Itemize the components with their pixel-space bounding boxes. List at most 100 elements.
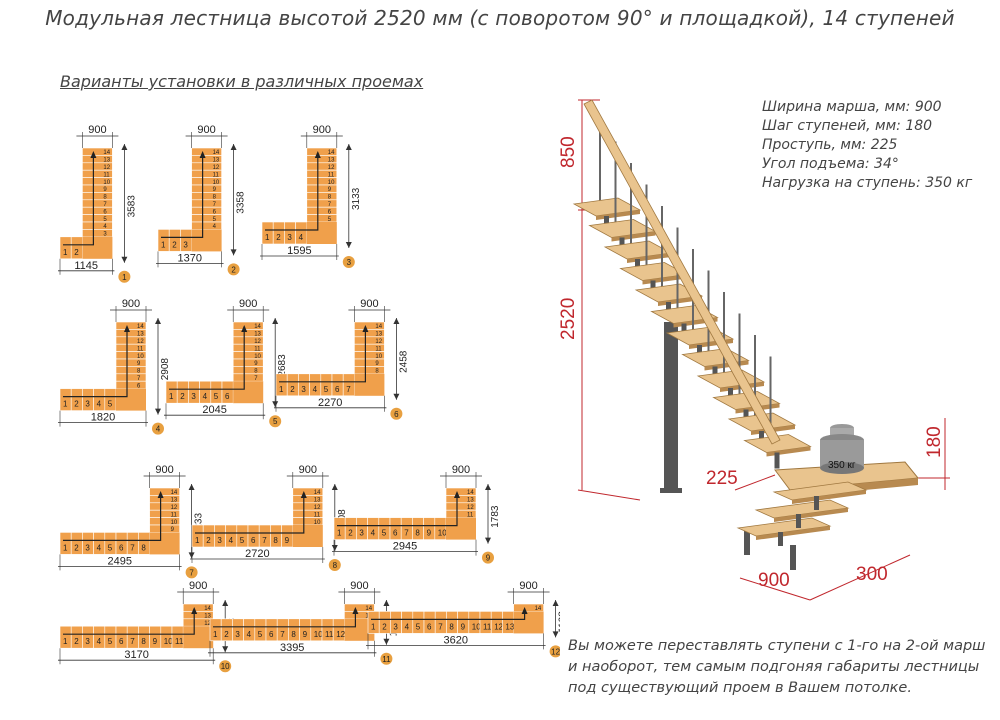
up-step-number: 14 bbox=[137, 324, 144, 330]
lower-step-number: 10 bbox=[314, 630, 323, 639]
up-step-number: 6 bbox=[137, 383, 141, 389]
lower-step-number: 9 bbox=[427, 529, 432, 538]
landing-square bbox=[513, 611, 544, 634]
tread bbox=[588, 219, 657, 238]
page-title: Модульная лестница высотой 2520 мм (с по… bbox=[45, 6, 955, 30]
height-dim-label: 3133 bbox=[351, 187, 362, 210]
width-dim-label: 900 bbox=[360, 298, 378, 310]
lower-step-number: 6 bbox=[269, 630, 274, 639]
direction-arrow bbox=[161, 154, 204, 238]
up-step bbox=[115, 373, 147, 382]
variant-badge bbox=[328, 559, 341, 571]
up-step-number: 12 bbox=[375, 339, 382, 345]
up-step-number: 13 bbox=[204, 614, 211, 620]
lower-step-number: 8 bbox=[291, 630, 296, 639]
width-dim-label: 900 bbox=[350, 580, 368, 592]
stringer-module bbox=[681, 323, 687, 340]
dim-rail-height: 850 bbox=[558, 136, 579, 168]
lower-step-number: 11 bbox=[483, 622, 492, 631]
height-arrow-icon bbox=[383, 638, 390, 645]
lower-step-number: 3 bbox=[183, 240, 188, 249]
lower-step-number: 1 bbox=[279, 385, 284, 394]
lower-step-number: 2 bbox=[180, 392, 185, 401]
up-step bbox=[191, 214, 222, 223]
tread bbox=[619, 262, 688, 281]
lower-step-number: 6 bbox=[251, 536, 256, 545]
lower-step-number: 12 bbox=[494, 622, 503, 631]
tread-edge bbox=[673, 317, 718, 328]
landing-square bbox=[292, 525, 323, 547]
variant-badge-number: 12 bbox=[551, 647, 560, 656]
lower-step-number: 7 bbox=[130, 637, 135, 646]
stringer-module bbox=[604, 216, 609, 232]
up-step bbox=[306, 184, 338, 193]
weight-icon bbox=[820, 424, 864, 474]
weight-label: 350 кг bbox=[828, 460, 856, 471]
length-dim-label: 2495 bbox=[108, 555, 132, 567]
up-step bbox=[82, 184, 113, 193]
lower-tread-edge bbox=[792, 490, 866, 504]
up-step-number: 14 bbox=[375, 324, 382, 330]
arrow-head-icon bbox=[454, 491, 460, 498]
lower-step-number: 3 bbox=[359, 529, 364, 538]
up-step bbox=[82, 221, 113, 230]
height-dim-label: 1783 bbox=[490, 505, 501, 528]
lower-step-number: 7 bbox=[404, 529, 409, 538]
arrow-head-icon bbox=[362, 325, 369, 332]
height-arrow-icon bbox=[345, 144, 352, 150]
lower-step-number: 3 bbox=[85, 543, 90, 552]
tread-edge bbox=[766, 446, 811, 457]
landing-square bbox=[354, 373, 385, 396]
arrow-head-icon bbox=[191, 607, 198, 614]
up-step-number: 7 bbox=[103, 202, 107, 208]
tread-edge bbox=[689, 339, 733, 349]
width-dim-label: 900 bbox=[313, 124, 331, 136]
width-dim-label: 900 bbox=[155, 464, 173, 476]
up-step bbox=[354, 366, 385, 375]
up-step-number: 5 bbox=[103, 217, 107, 223]
up-step-number: 14 bbox=[365, 606, 372, 612]
up-step-number: 5 bbox=[328, 217, 332, 223]
tread bbox=[681, 348, 750, 367]
dim-step-height: 180 bbox=[924, 426, 945, 458]
variant-badge-number: 4 bbox=[156, 425, 161, 434]
height-arrow-icon bbox=[188, 552, 195, 559]
lower-tread bbox=[772, 481, 868, 501]
direction-arrow bbox=[63, 154, 94, 246]
height-dim-label: 1108 bbox=[558, 611, 560, 633]
up-step-number: 7 bbox=[328, 202, 332, 208]
variants-heading: Варианты установки в различных проемах bbox=[60, 72, 424, 91]
handrail bbox=[583, 99, 781, 445]
tread-edge bbox=[642, 274, 687, 285]
up-step-number: 11 bbox=[314, 512, 321, 518]
lower-step-number: 1 bbox=[265, 233, 270, 242]
landing-square bbox=[344, 618, 375, 641]
up-step bbox=[82, 214, 113, 223]
variant-badge-number: 1 bbox=[122, 273, 127, 282]
lower-step-number: 2 bbox=[74, 543, 79, 552]
height-arrow-icon bbox=[345, 242, 352, 248]
up-step bbox=[191, 199, 222, 208]
variant-badge bbox=[227, 263, 240, 276]
length-dim-label: 1370 bbox=[178, 252, 202, 264]
tread-edge bbox=[627, 253, 671, 263]
lower-step-number: 2 bbox=[172, 240, 177, 249]
lower-step-number: 5 bbox=[108, 637, 113, 646]
lower-step-number: 9 bbox=[285, 536, 290, 545]
variant-badge bbox=[152, 422, 164, 435]
up-step-number: 14 bbox=[171, 490, 178, 496]
up-step-number: 11 bbox=[171, 512, 178, 518]
up-step bbox=[82, 206, 113, 215]
lower-step-number: 11 bbox=[325, 630, 334, 639]
width-dim-label: 900 bbox=[519, 580, 537, 592]
length-dim-label: 1820 bbox=[91, 412, 115, 424]
variant-badge-number: 11 bbox=[382, 655, 391, 664]
stringer-module bbox=[650, 280, 656, 297]
up-step-number: 12 bbox=[314, 505, 321, 511]
stringer-module bbox=[774, 452, 780, 469]
lower-tread-edge bbox=[756, 526, 830, 540]
up-step-number: 12 bbox=[254, 339, 261, 345]
